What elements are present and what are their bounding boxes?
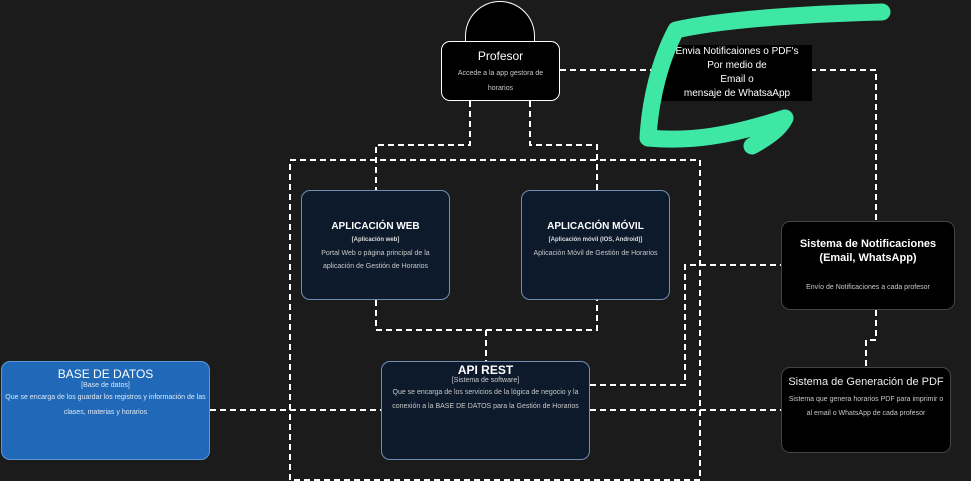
mobile-app-title: APLICACIÓN MÓVIL — [547, 221, 644, 232]
pdf-title: Sistema de Generación de PDF — [788, 376, 944, 388]
pdf-node[interactable]: Sistema de Generación de PDF Sistema que… — [781, 367, 951, 453]
web-app-type: [Aplicación web] — [351, 237, 400, 243]
connector-api-notificaciones — [590, 264, 781, 386]
notifications-title: Sistema de Notificaciones (Email, WhatsA… — [799, 238, 937, 264]
database-node[interactable]: BASE DE DATOS [Base de datos] Que se enc… — [1, 361, 210, 460]
edge-label-line-1: Envia Notificaiones o PDF's — [675, 46, 799, 57]
api-rest-type: [Sistema de software] — [451, 377, 520, 384]
notifications-node[interactable]: Sistema de Notificaciones (Email, WhatsA… — [781, 221, 955, 310]
connector-profesor-web — [375, 101, 471, 190]
database-title: BASE DE DATOS — [57, 367, 154, 381]
pdf-description: Sistema que genera horarios PDF para imp… — [788, 396, 944, 417]
mobile-app-type: [Aplicación móvil (IOS, Android)] — [548, 237, 643, 243]
connector-notificaciones-pdf — [865, 310, 877, 367]
database-type: [Base de datos] — [81, 382, 130, 389]
profesor-description: Accede a la app gestora de horarios — [457, 70, 544, 92]
mobile-app-node[interactable]: APLICACIÓN MÓVIL [Aplicación móvil (IOS,… — [521, 190, 670, 300]
web-app-title: APLICACIÓN WEB — [331, 221, 420, 232]
web-app-node[interactable]: APLICACIÓN WEB [Aplicación web] Portal W… — [301, 190, 450, 300]
highlight-scribble — [639, 3, 891, 155]
edge-label-line-3: Email o — [720, 74, 754, 85]
edge-label-line-4: mensaje de WhatsaApp — [683, 88, 791, 99]
edge-label: Envia Notificaiones o PDF's Por medio de… — [662, 45, 812, 101]
profesor-node[interactable]: Profesor Accede a la app gestora de hora… — [441, 41, 560, 101]
api-rest-title: API REST — [457, 363, 514, 377]
api-rest-node[interactable]: API REST [Sistema de software] Que se en… — [381, 361, 590, 460]
web-app-description: Portal Web o página principal de la apli… — [321, 250, 430, 270]
database-description: Que se encarga de los guardar los regist… — [5, 394, 206, 416]
mobile-app-description: Aplicación Móvil de Gestión de Horarios — [533, 250, 658, 257]
edge-label-line-2: Por medio de — [707, 60, 767, 71]
system-boundary — [289, 159, 701, 481]
notifications-description: Envío de Notificaciones a cada profesor — [806, 284, 930, 291]
connector-profesor-movil — [529, 101, 598, 190]
api-rest-description: Que se encarga de los servicios de la ló… — [392, 389, 579, 410]
profesor-title: Profesor — [477, 49, 524, 63]
